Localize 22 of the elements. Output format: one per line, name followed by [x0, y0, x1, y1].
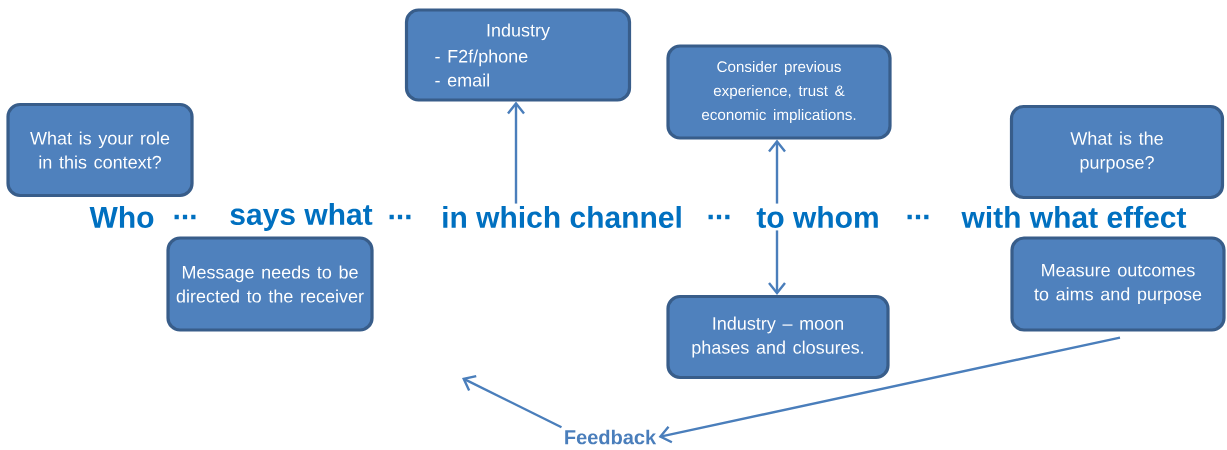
heading-text: to whom [756, 206, 878, 228]
arrow [658, 336, 1121, 444]
heading-text: ... [708, 214, 730, 220]
text-box: Measure outcomes to aims and purpose [1010, 236, 1226, 332]
arrow [768, 230, 786, 295]
heading-text: ... [907, 214, 929, 220]
heading-text: ... [389, 214, 411, 220]
feedback-label: Feedback [565, 429, 657, 445]
arrow [768, 139, 786, 204]
text-box: Consider previous experience, trust & economic implications. [666, 44, 892, 140]
arrow [462, 374, 562, 429]
text-box: Industry - F2f/phone - email [404, 8, 632, 102]
text-box: Message needs to be directed to the receiver [166, 236, 374, 332]
heading-text: says what [230, 203, 373, 231]
text-box: What is your role in this context? [6, 102, 194, 198]
heading-text: with what effect [961, 206, 1187, 228]
heading-text: ... [174, 214, 196, 220]
text-box: Industry – moon phases and closures. [666, 294, 890, 380]
heading-text: in which channel [443, 206, 681, 228]
arrow [507, 101, 525, 204]
text-box: What is the purpose? [1009, 104, 1225, 200]
heading-text: Who [89, 206, 154, 228]
